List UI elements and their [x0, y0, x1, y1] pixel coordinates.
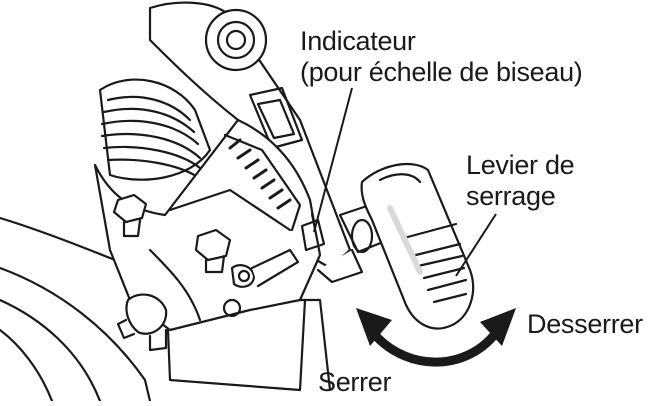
clamp-lever	[360, 162, 475, 330]
hex-bolt-left	[112, 193, 148, 238]
tighten-label: Serrer	[318, 367, 392, 397]
indicator-leader	[313, 87, 353, 233]
indicator-label: Indicateur (pour échelle de biseau)	[300, 26, 583, 88]
indicator-label-line-1: Indicateur	[300, 26, 416, 56]
double-headed-curved-arrow-icon	[356, 308, 516, 367]
hex-bolt-center	[194, 228, 232, 274]
leader-lines	[313, 87, 497, 277]
saw-base	[0, 216, 152, 403]
clamp-lever-label-line-2: serrage	[466, 181, 556, 211]
motor-bellows	[98, 78, 212, 181]
clamp-lever-label-line-1: Levier de	[466, 150, 575, 180]
nut-right	[230, 248, 300, 288]
indicator-label-line-2: (pour échelle de biseau)	[300, 57, 583, 87]
lever-leader	[455, 213, 497, 277]
loosen-label: Desserrer	[527, 309, 643, 339]
clamp-lever-label: Levier de serrage	[466, 150, 575, 212]
bolt-bottom-left	[116, 293, 168, 352]
